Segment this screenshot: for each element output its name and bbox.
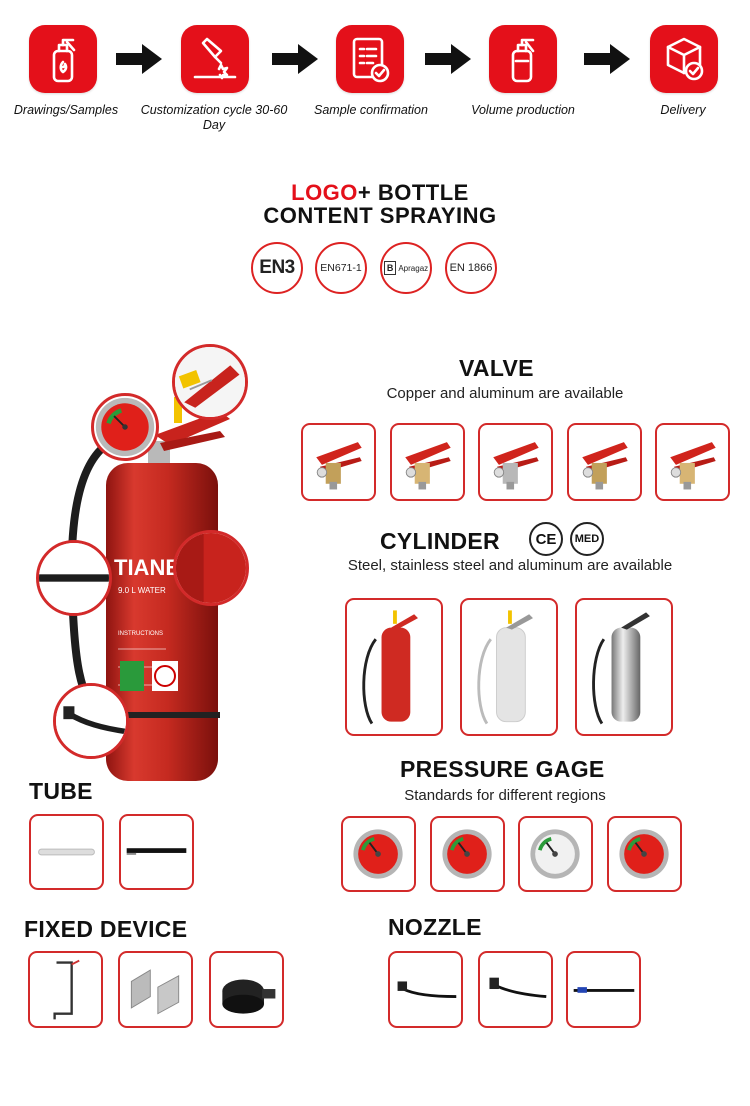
cylinder-stainless-white xyxy=(460,598,558,736)
headline-logo: LOGO xyxy=(291,180,358,205)
headline-line1: + BOTTLE xyxy=(357,180,469,205)
valve-option xyxy=(301,423,376,501)
pressure-gauge-option xyxy=(341,816,416,892)
step-label: Volume production xyxy=(471,103,575,117)
cylinder-subtitle: Steel, stainless steel and aluminum are … xyxy=(347,557,673,574)
pressure-gauge-option xyxy=(430,816,505,892)
pressure-gauge-zoom xyxy=(91,393,159,461)
pressure-gage-title: PRESSURE GAGE xyxy=(400,756,605,782)
cert-en3: EN3 xyxy=(251,242,303,294)
arrow-right-icon xyxy=(584,44,630,74)
delivery-box-icon xyxy=(650,25,718,93)
fixed-wall-bracket xyxy=(28,951,103,1028)
nozzle-medium xyxy=(478,951,553,1028)
cert-en671: EN671-1 xyxy=(315,242,367,294)
product-brand: TIANB xyxy=(114,555,181,580)
nozzle-blue-tip xyxy=(566,951,641,1028)
product-capacity: 9.0 L WATER xyxy=(118,586,166,595)
step-label: Customization cycle 30-60 Day xyxy=(140,103,288,132)
headline-line2: CONTENT SPRAYING xyxy=(263,203,497,228)
fixed-plastic-base xyxy=(209,951,284,1028)
headline: LOGO+ BOTTLE CONTENT SPRAYING xyxy=(0,181,750,227)
valve-option xyxy=(390,423,465,501)
extinguisher-drawing-icon xyxy=(29,25,97,93)
nozzle-title: NOZZLE xyxy=(388,914,482,940)
arrow-right-icon xyxy=(272,44,318,74)
checklist-icon xyxy=(336,25,404,93)
tube-zoom xyxy=(36,540,112,616)
cert-en1866: EN 1866 xyxy=(445,242,497,294)
med-badge: MED xyxy=(570,522,604,556)
tube-black xyxy=(119,814,194,890)
arrow-right-icon xyxy=(116,44,162,74)
tube-title: TUBE xyxy=(29,778,93,804)
step-label: Drawings/Samples xyxy=(13,103,119,117)
pressure-gage-subtitle: Standards for different regions xyxy=(404,787,606,804)
cylinder-title: CYLINDER xyxy=(380,528,500,554)
step-label: Delivery xyxy=(660,103,706,117)
valve-title: VALVE xyxy=(459,355,534,381)
valve-option xyxy=(567,423,642,501)
fixed-device-title: FIXED DEVICE xyxy=(24,916,188,942)
pressure-gauge-option xyxy=(518,816,593,892)
ce-badge: CE xyxy=(529,522,563,556)
nozzle-short xyxy=(388,951,463,1028)
tube-white xyxy=(29,814,104,890)
fixed-metal-bracket xyxy=(118,951,193,1028)
extinguisher-icon xyxy=(489,25,557,93)
cylinder-paint-zoom xyxy=(173,530,249,606)
step-label: Sample confirmation xyxy=(314,103,428,117)
spray-nozzle-icon xyxy=(181,25,249,93)
cylinder-aluminum xyxy=(575,598,673,736)
valve-option xyxy=(478,423,553,501)
nozzle-zoom xyxy=(53,683,129,759)
valve-seal-zoom xyxy=(172,344,248,420)
pressure-gauge-option xyxy=(607,816,682,892)
valve-subtitle: Copper and aluminum are available xyxy=(386,385,624,402)
valve-option xyxy=(655,423,730,501)
cylinder-steel xyxy=(345,598,443,736)
arrow-right-icon xyxy=(425,44,471,74)
product-instructions: INSTRUCTIONS xyxy=(118,631,163,637)
